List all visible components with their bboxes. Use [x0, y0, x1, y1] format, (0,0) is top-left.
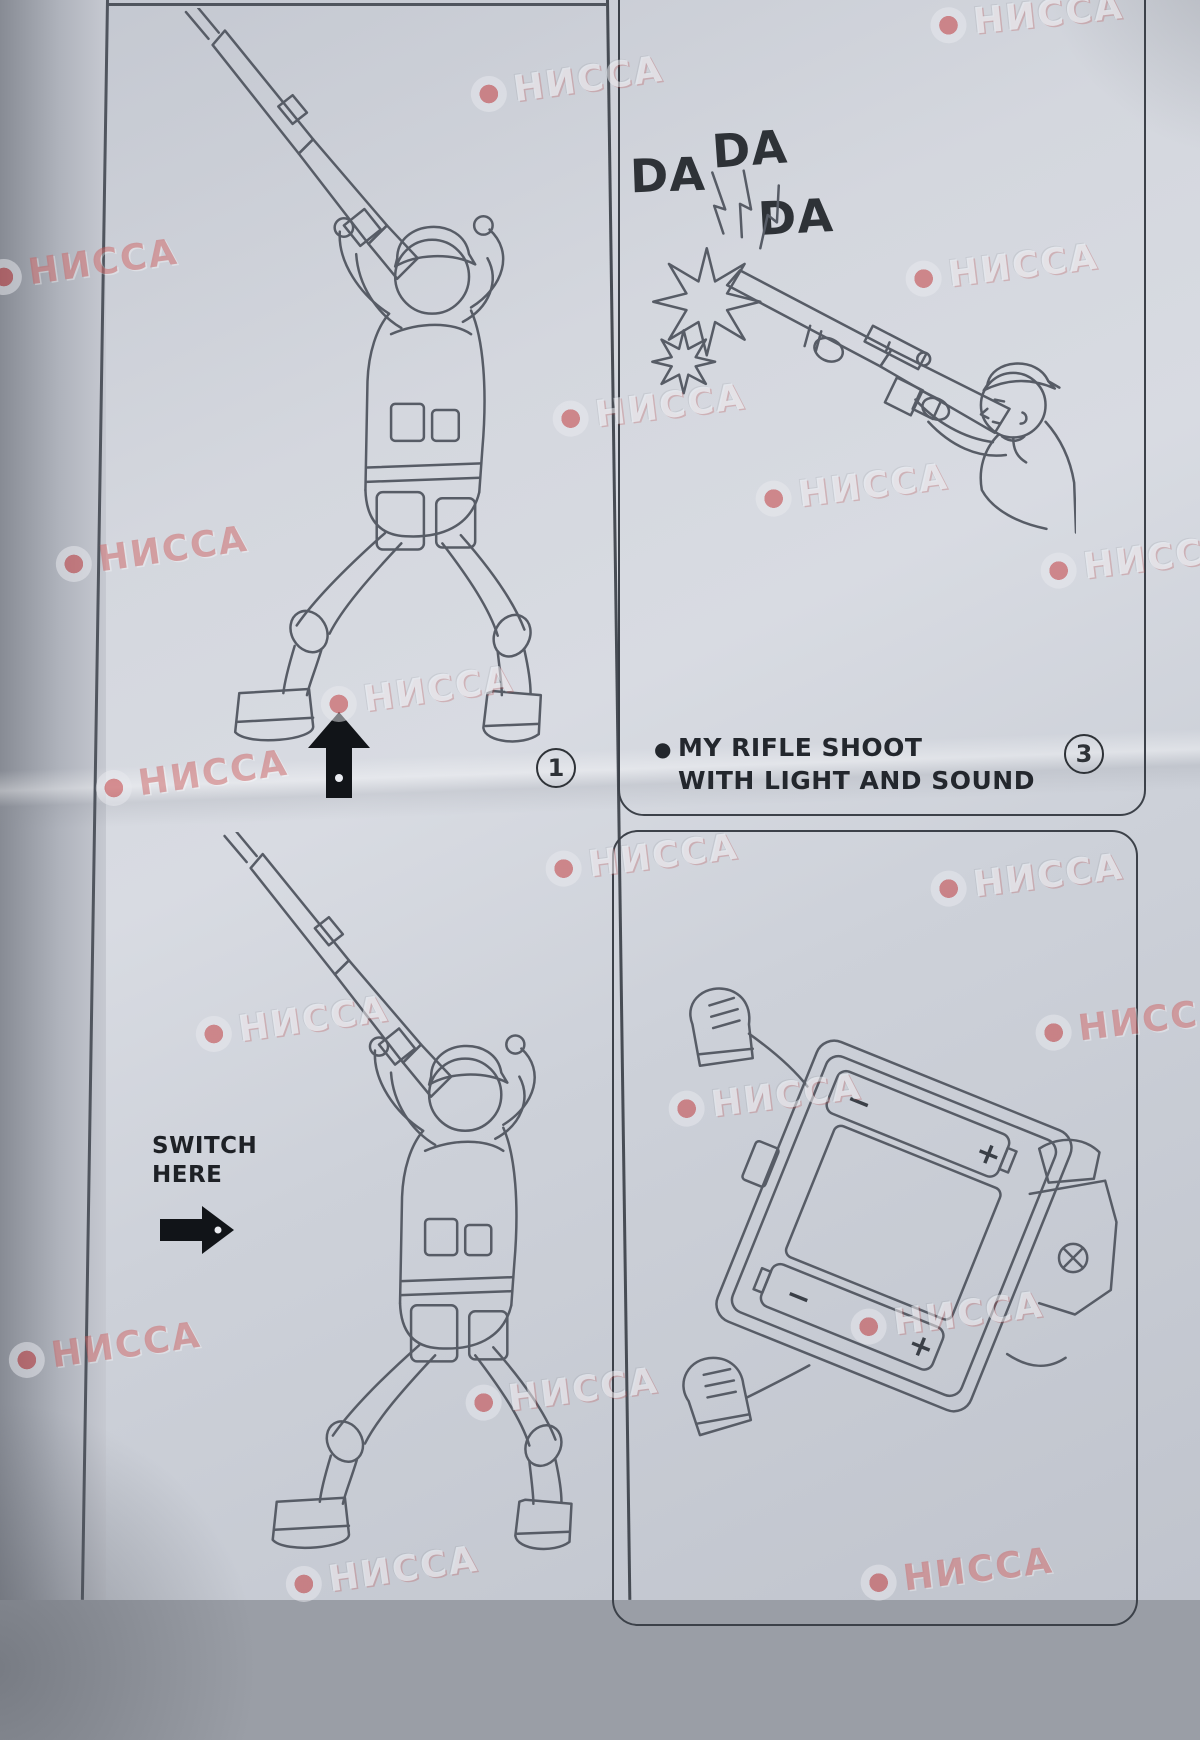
photo-paper-edge — [0, 0, 106, 1600]
battery-minus-mark: − — [841, 1081, 878, 1123]
bullet-icon: ● — [654, 737, 672, 761]
feature-caption: ●MY RIFLE SHOOT WITH LIGHT AND SOUND — [654, 732, 1074, 797]
up-arrow-icon — [308, 712, 370, 798]
switch-here-label: SWITCH HERE — [152, 1132, 257, 1190]
panel-step3: DA DA DA — [618, 0, 1146, 816]
soldier-aiming-up-illustration — [128, 8, 568, 808]
battery-box — [690, 1027, 1077, 1417]
battery-compartment-illustration: − + − + — [634, 910, 1124, 1572]
panel-step2: SWITCH HERE — [110, 830, 602, 1600]
top-border-line — [108, 3, 606, 6]
panel-battery: − + − + — [612, 830, 1138, 1626]
right-arrow-icon — [160, 1206, 234, 1254]
switch-label-line2: HERE — [152, 1161, 223, 1188]
soldier-firing-rifle-illustration — [596, 144, 1076, 718]
battery-minus-mark: − — [780, 1276, 817, 1318]
panel-number: 1 — [547, 754, 565, 782]
panel-step1: 1 — [110, 0, 602, 822]
panel-number-badge: 3 — [1064, 734, 1104, 774]
panel-number: 3 — [1075, 740, 1093, 768]
caption-line2: WITH LIGHT AND SOUND — [678, 765, 1035, 795]
instruction-sheet — [0, 0, 1200, 1600]
caption-line1: ●MY RIFLE SHOOT — [654, 732, 1074, 765]
soldier-aiming-up-illustration — [168, 832, 598, 1614]
switch-label-line1: SWITCH — [152, 1133, 258, 1159]
panel-number-badge: 1 — [536, 748, 576, 788]
caption-text-1: MY RIFLE SHOOT — [677, 733, 923, 762]
